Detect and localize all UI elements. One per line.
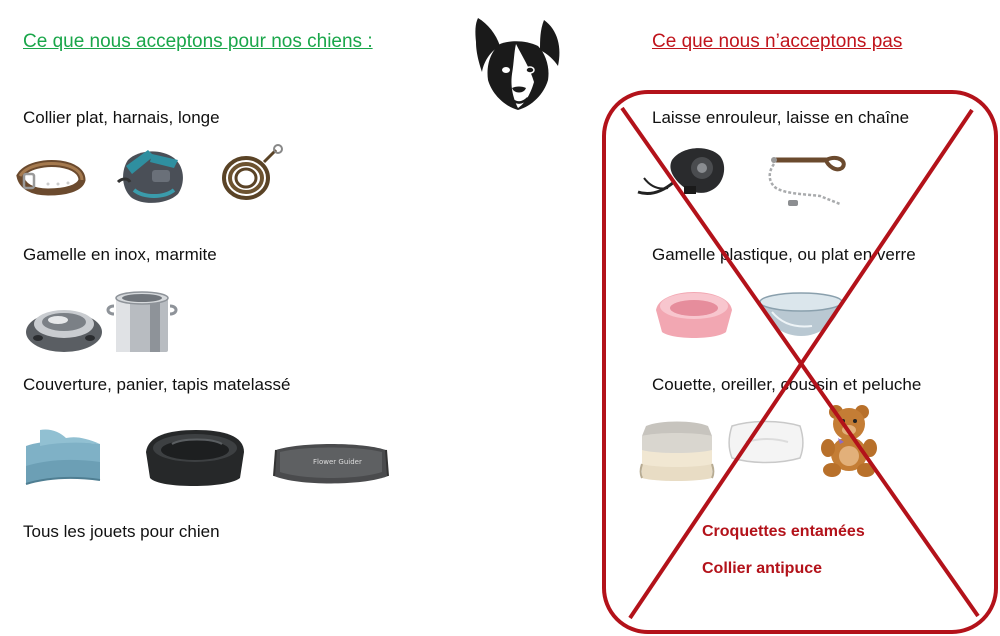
blanket-image xyxy=(25,429,101,485)
padded-mat-image xyxy=(273,444,389,484)
flat-collar-image xyxy=(16,160,86,196)
label-plastic-glass-bowl: Gamelle plastique, ou plat en verre xyxy=(652,245,916,264)
label-blanket-basket-mat: Couverture, panier, tapis matelassé xyxy=(23,375,291,394)
stock-pot-image xyxy=(106,291,178,352)
label-steel-bowl-pot: Gamelle en inox, marmite xyxy=(23,245,217,264)
label-duvet-pillow-plush: Couette, oreiller, coussin et peluche xyxy=(652,375,922,394)
flea-collar-text: Collier antipuce xyxy=(702,560,823,577)
glass-dish-image xyxy=(759,292,843,336)
refused-heading: Ce que nous n’acceptons pas xyxy=(652,31,903,52)
label-collar-harness-leash: Collier plat, harnais, longe xyxy=(23,108,220,127)
stainless-bowl-image xyxy=(26,310,102,352)
dog-head-icon xyxy=(475,18,560,110)
opened-kibble-text: Croquettes entamées xyxy=(702,523,865,540)
accepted-heading: Ce que nous acceptons pour nos chiens : xyxy=(23,31,373,52)
long-leash-image xyxy=(222,144,283,200)
teddy-bear-icon xyxy=(821,405,877,477)
plastic-bowl-image xyxy=(656,292,732,338)
duvet-image xyxy=(639,421,715,481)
dog-basket-image xyxy=(146,430,244,486)
label-retractable-chain-leash: Laisse enrouleur, laisse en chaîne xyxy=(652,108,910,127)
mat-brand-text: Flower Guider xyxy=(313,458,362,466)
chain-leash-image xyxy=(768,155,846,206)
label-all-dog-toys: Tous les jouets pour chien xyxy=(23,522,220,541)
retractable-leash-image xyxy=(637,148,725,196)
harness-image xyxy=(116,150,183,203)
pillow-image xyxy=(728,420,804,464)
